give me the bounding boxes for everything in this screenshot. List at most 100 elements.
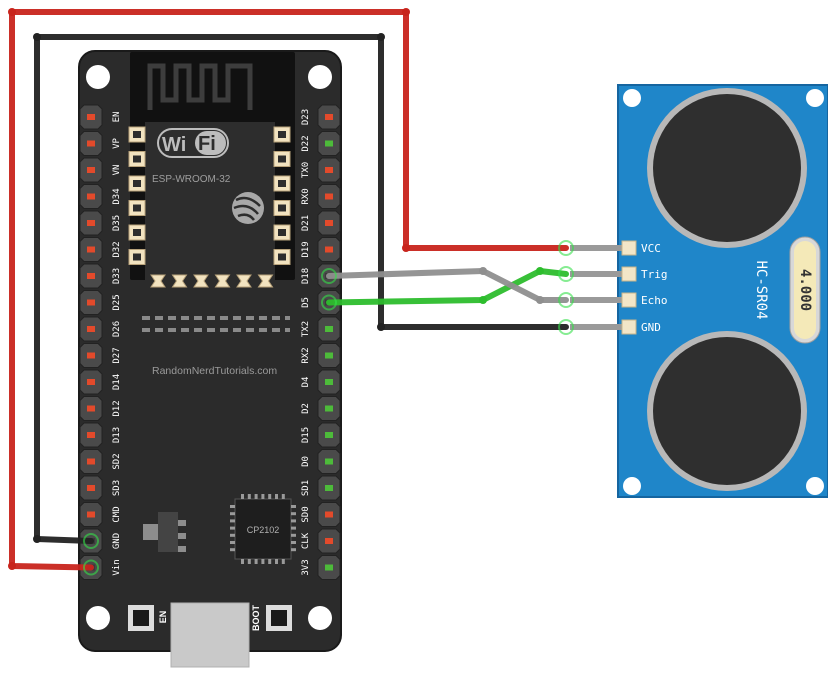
header-pin-left-sd2[interactable]: SD2 xyxy=(79,449,122,474)
header-pin-right-sd1[interactable]: SD1 xyxy=(301,475,341,501)
header-pin-left-d34[interactable]: D34 xyxy=(79,184,122,209)
pin-contact xyxy=(325,485,333,491)
sensor-pin-echo[interactable]: Echo xyxy=(570,292,668,308)
pin-label-d5: D5 xyxy=(301,297,311,308)
pin-contact xyxy=(325,140,333,147)
mounting-hole xyxy=(308,65,332,89)
svg-text:CP2102: CP2102 xyxy=(247,525,280,535)
header-pin-left-d13[interactable]: D13 xyxy=(79,422,122,448)
header-pin-right-tx2[interactable]: TX2 xyxy=(301,316,341,342)
wire-gnd-to-gnd[interactable] xyxy=(33,33,574,549)
wifi-logo: Wi Fi xyxy=(157,128,229,158)
header-pin-left-cmd[interactable]: CMD xyxy=(79,502,122,527)
pin-label-clk: CLK xyxy=(301,532,311,549)
wire-bend xyxy=(479,296,487,304)
pin-label-gnd: GND xyxy=(112,533,122,549)
pin-label-rx0: RX0 xyxy=(301,188,311,204)
header-pin-left-d12[interactable]: D12 xyxy=(79,396,122,421)
wire-bend xyxy=(33,33,41,41)
sensor-pin-vcc[interactable]: VCC xyxy=(570,240,661,256)
pin-contact xyxy=(87,485,95,491)
header-pin-left-d14[interactable]: D14 xyxy=(79,369,122,395)
module-pads-left xyxy=(128,126,146,265)
module-name: ESP-WROOM-32 xyxy=(152,174,231,185)
pin-pad xyxy=(621,292,637,308)
pin-contact xyxy=(325,432,333,438)
pin-contact xyxy=(87,193,95,200)
wire-end-highlight xyxy=(83,559,99,576)
wire-vin-to-vcc[interactable] xyxy=(8,8,574,576)
pin-lead xyxy=(570,324,622,330)
header-pin-right-d2[interactable]: D2 xyxy=(301,396,341,421)
header-pin-left-d35[interactable]: D35 xyxy=(79,210,122,236)
en-button[interactable]: EN xyxy=(128,605,168,631)
header-pin-left-vp[interactable]: VP xyxy=(79,131,122,156)
wires xyxy=(8,8,574,576)
pin-label-en: EN xyxy=(112,112,122,123)
pin-contact xyxy=(87,458,95,465)
header-pin-right-sd0[interactable]: SD0 xyxy=(301,502,341,527)
pin-contact xyxy=(87,352,95,359)
pin-label-vp: VP xyxy=(112,138,122,149)
pin-contact xyxy=(87,140,95,147)
wire-end-highlight xyxy=(83,533,99,549)
sensor-pin-gnd[interactable]: GND xyxy=(570,319,661,335)
pin-pad xyxy=(621,319,637,335)
mounting-hole xyxy=(308,606,332,630)
pin-contact xyxy=(325,405,333,412)
header-pin-right-rx2[interactable]: RX2 xyxy=(301,343,341,368)
pin-label-d22: D22 xyxy=(301,135,311,151)
header-pin-left-sd3[interactable]: SD3 xyxy=(79,475,122,501)
header-pin-right-d21[interactable]: D21 xyxy=(301,210,341,236)
header-pin-right-d0[interactable]: D0 xyxy=(301,449,341,474)
sensor-pin-label-gnd: GND xyxy=(641,321,661,334)
wire-d18-to-echo[interactable] xyxy=(321,267,574,308)
header-pin-right-rx0[interactable]: RX0 xyxy=(301,184,341,209)
usb-connector[interactable] xyxy=(170,602,250,668)
pin-contact xyxy=(325,511,333,518)
sensor-name: HC-SR04 xyxy=(753,260,769,319)
wire-bend xyxy=(536,267,544,275)
boot-button[interactable]: BOOT xyxy=(251,604,292,631)
pin-contact xyxy=(87,326,95,332)
header-pin-right-tx0[interactable]: TX0 xyxy=(301,157,341,183)
wire-end-highlight xyxy=(558,266,574,282)
wire-bend xyxy=(402,244,410,252)
header-pin-left-d33[interactable]: D33 xyxy=(79,263,122,289)
header-pin-right-d23[interactable]: D23 xyxy=(301,104,341,130)
header-pin-left-d27[interactable]: D27 xyxy=(79,343,122,368)
header-pin-left-vn[interactable]: VN xyxy=(79,157,122,183)
header-pin-right-d4[interactable]: D4 xyxy=(301,369,341,395)
header-pin-left-d32[interactable]: D32 xyxy=(79,237,122,262)
header-pin-left-d26[interactable]: D26 xyxy=(79,316,122,342)
pin-contact xyxy=(87,299,95,306)
pin-label-sd3: SD3 xyxy=(112,480,122,496)
pin-label-d15: D15 xyxy=(301,427,311,443)
mounting-hole xyxy=(806,89,824,107)
pin-label-d25: D25 xyxy=(112,294,122,310)
header-pin-right-d22[interactable]: D22 xyxy=(301,131,341,156)
pin-label-d26: D26 xyxy=(112,321,122,337)
pin-label-d18: D18 xyxy=(301,268,311,284)
pin-contact xyxy=(325,167,333,173)
header-pin-right-3v3[interactable]: 3V3 xyxy=(301,555,341,580)
pin-label-sd1: SD1 xyxy=(301,480,311,496)
header-pin-right-clk[interactable]: CLK xyxy=(301,528,341,554)
wire-path xyxy=(34,34,569,544)
pin-contact xyxy=(325,193,333,200)
header-pin-left-d25[interactable]: D25 xyxy=(79,290,122,315)
pin-label-cmd: CMD xyxy=(112,506,122,522)
wire-bend xyxy=(536,296,544,304)
header-pin-right-d19[interactable]: D19 xyxy=(301,237,341,262)
module-pads-bottom xyxy=(150,274,274,288)
header-pin-left-en[interactable]: EN xyxy=(79,104,122,130)
sensor-pin-trig[interactable]: Trig xyxy=(570,266,668,282)
pin-contact xyxy=(325,114,333,120)
header-pin-right-d15[interactable]: D15 xyxy=(301,422,341,448)
pin-label-d27: D27 xyxy=(112,347,122,363)
right-pin-header: D23D22TX0RX0D21D19D18D5TX2RX2D4D2D15D0SD… xyxy=(301,104,341,580)
pin-label-d19: D19 xyxy=(301,241,311,257)
wire-end-highlight xyxy=(558,319,574,335)
